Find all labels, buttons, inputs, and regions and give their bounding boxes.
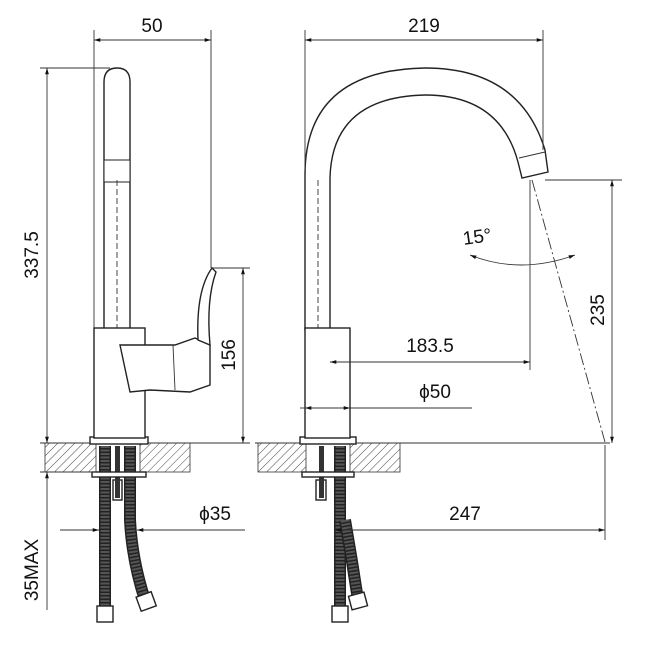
front-view: 219 15° 235 183.5 ϕ50 247 [255, 16, 622, 623]
dim-side-width: 50 [141, 16, 162, 37]
dim-body-diameter: ϕ50 [419, 382, 451, 403]
dim-counter-reach: 247 [449, 504, 481, 525]
dim-handle-height: 156 [219, 339, 240, 371]
dim-total-height: 337.5 [22, 231, 43, 279]
dim-spout-reach: 183.5 [406, 336, 454, 357]
dim-hole-diameter: ϕ35 [199, 504, 231, 525]
dim-front-width: 219 [408, 16, 440, 37]
dim-spout-height: 235 [588, 294, 609, 326]
dim-max-thickness: 35MAX [22, 539, 43, 602]
gooseneck-spout [304, 67, 549, 331]
side-view: 50 337.5 156 35MAX ϕ35 [22, 16, 250, 623]
dim-spout-angle: 15° [462, 225, 493, 250]
handle[interactable] [119, 337, 211, 393]
faucet-body-front [304, 327, 351, 439]
